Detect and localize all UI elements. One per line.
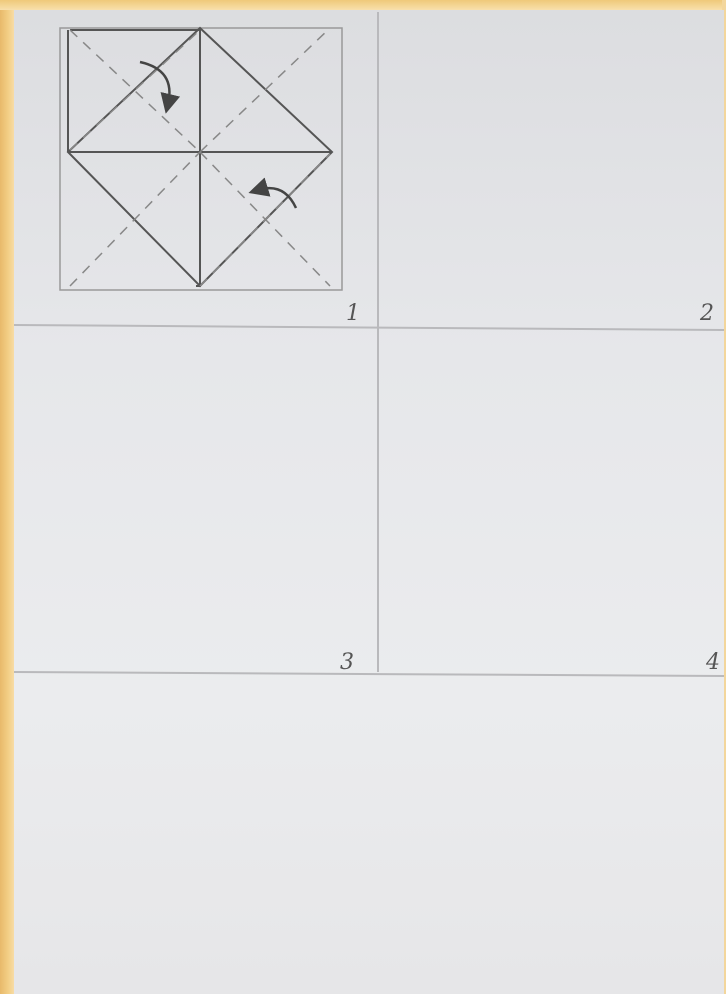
fold-arrow-icon (258, 188, 296, 208)
step-number-3: 3 (340, 652, 354, 674)
step-1-diagram (60, 28, 342, 290)
panel-grid-lines (14, 12, 724, 676)
step-number-4: 4 (706, 652, 720, 674)
step-number-2: 2 (700, 303, 714, 325)
fold-arrow-icon (140, 62, 169, 104)
step-number-1: 1 (346, 303, 360, 325)
